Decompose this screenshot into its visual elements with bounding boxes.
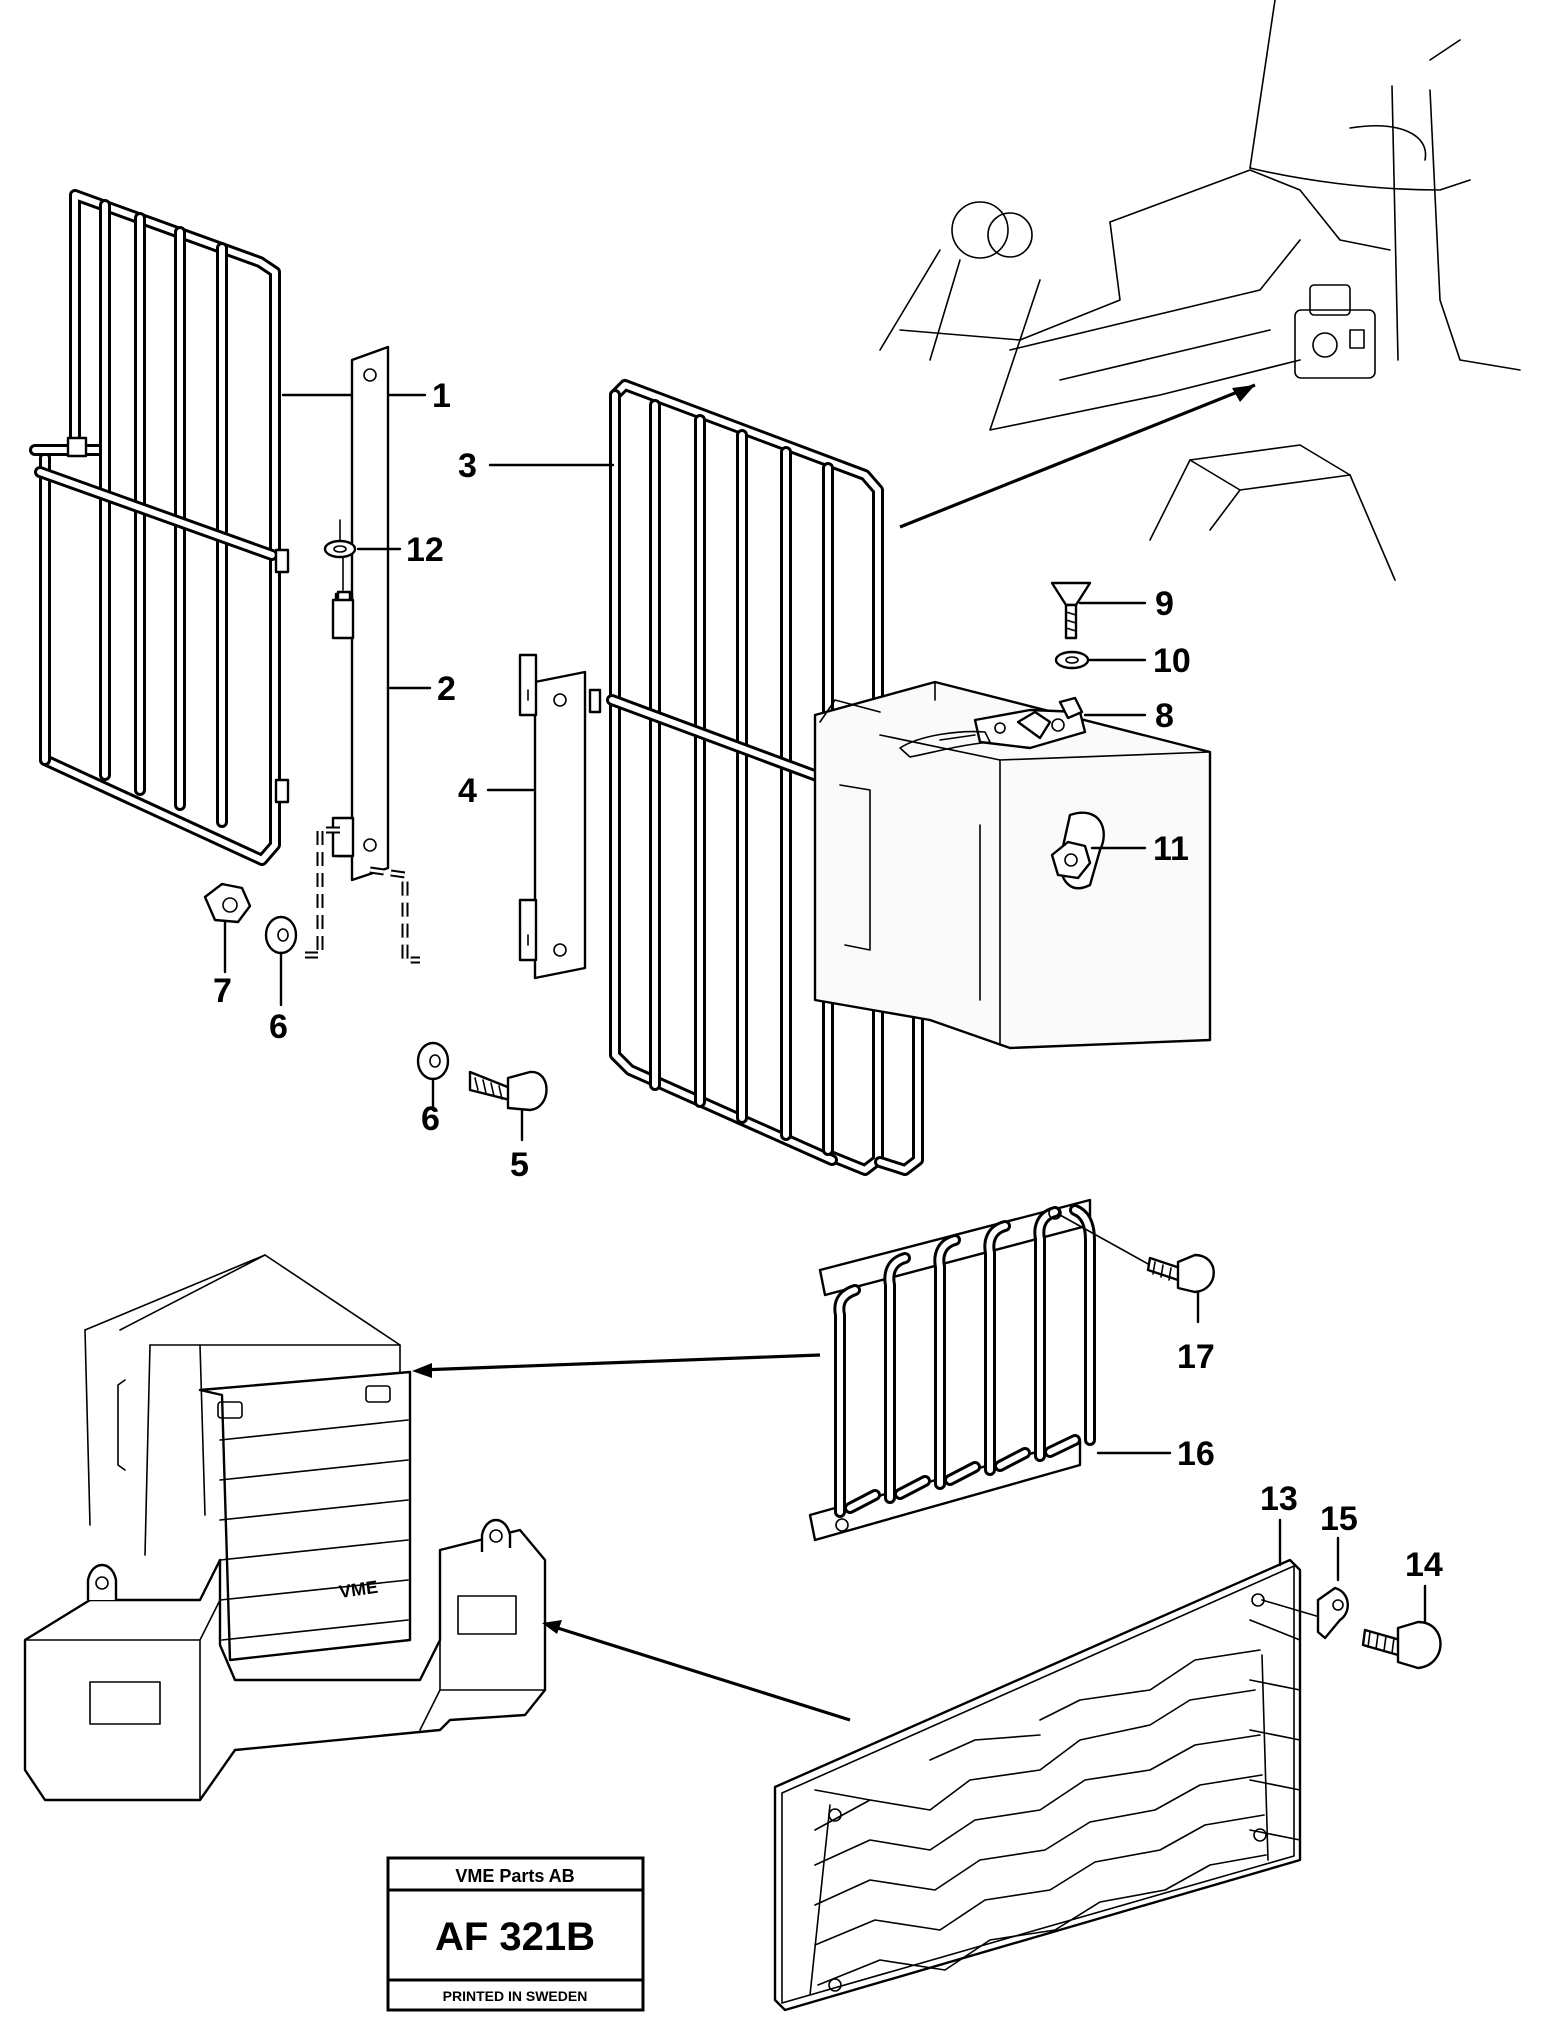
callout-6a: 6: [269, 1008, 288, 1046]
callout-labels: 1 2 3 4 5 6 6 7 8 9 10 11 12 13 14 15 16…: [213, 377, 1443, 1584]
grille-16: [808, 1198, 1096, 1542]
grille-3: [606, 379, 924, 1176]
nut-11: [1050, 840, 1092, 880]
washer-12: [323, 519, 357, 559]
counterweight: [23, 1518, 547, 1802]
callout-13: 13: [1260, 1480, 1298, 1518]
callout-1: 1: [432, 377, 451, 415]
callout-3: 3: [458, 447, 477, 485]
stamp-code: AF 321B: [435, 1915, 595, 1959]
machine-cab-outline: [879, 0, 1521, 581]
callout-2: 2: [437, 670, 456, 708]
hinge-2: [331, 345, 390, 882]
callout-14: 14: [1405, 1546, 1443, 1584]
leader-arrow-vehicle-top: [412, 1353, 821, 1378]
callout-10: 10: [1153, 642, 1191, 680]
callout-4: 4: [458, 772, 477, 810]
callout-15: 15: [1320, 1500, 1358, 1538]
latch-8: [899, 696, 1087, 758]
callout-17: 17: [1177, 1338, 1215, 1376]
grille-1: [29, 189, 290, 866]
washer-6-left: [264, 915, 298, 1007]
callout-5: 5: [510, 1146, 529, 1184]
bolt-5: [468, 1070, 548, 1142]
bolt-14: [1361, 1584, 1442, 1670]
leader-arrow-vehicle-bottom: [542, 1620, 851, 1722]
grille-13-mesh: [809, 1619, 1301, 1996]
screw-9: [1050, 581, 1092, 640]
vehicle-front: VME: [84, 1254, 412, 1662]
stamp-company: VME Parts AB: [455, 1866, 574, 1886]
leader-arrow-cab: [899, 383, 1256, 529]
callout-7: 7: [213, 972, 232, 1010]
washer-6-right: [416, 1041, 450, 1112]
callout-11: 11: [1153, 830, 1189, 868]
bolt-17: [1059, 1214, 1215, 1324]
callout-12: 12: [406, 531, 444, 569]
callout-6b: 6: [421, 1100, 440, 1138]
nut-7: [203, 882, 252, 974]
grille-13: [773, 1518, 1302, 2012]
hinge-4: [518, 653, 602, 980]
washer-10: [1054, 650, 1090, 670]
title-stamp: VME Parts AB AF 321B PRINTED IN SWEDEN: [386, 1856, 645, 2012]
callout-16: 16: [1177, 1435, 1215, 1473]
washer-15: [1261, 1536, 1349, 1640]
assembly-dash-lines: [305, 826, 420, 964]
callout-8: 8: [1155, 697, 1174, 735]
callout-9: 9: [1155, 585, 1174, 623]
stamp-footer: PRINTED IN SWEDEN: [443, 1988, 588, 2004]
